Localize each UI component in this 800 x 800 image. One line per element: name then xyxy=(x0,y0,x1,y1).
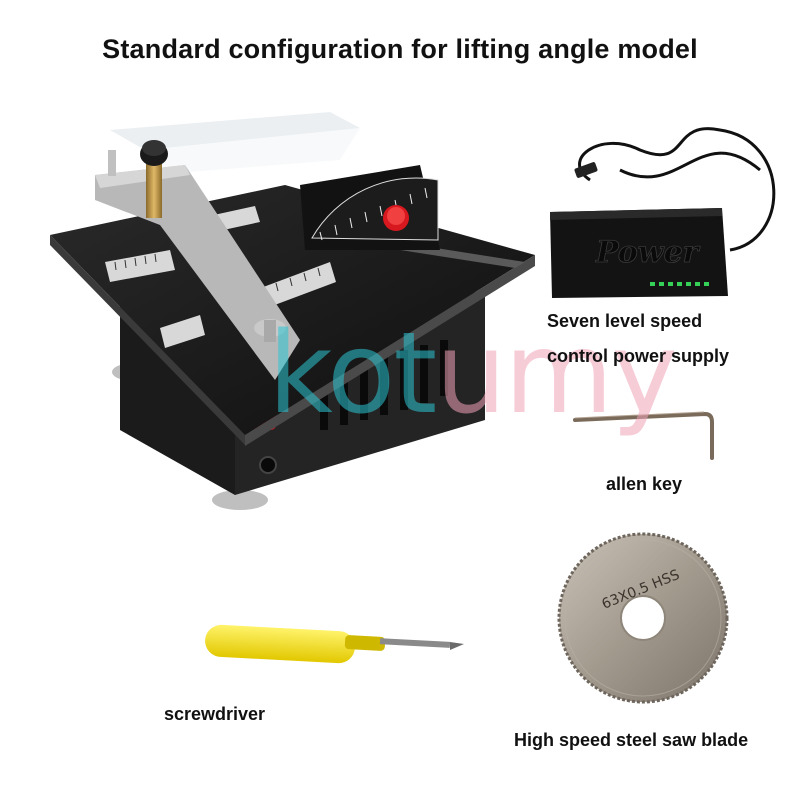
power-port-icon xyxy=(259,456,277,474)
power-supply-label-line1: Seven level speed xyxy=(547,311,703,331)
dc-plug-icon xyxy=(574,162,598,178)
page-title: Standard configuration for lifting angle… xyxy=(102,34,698,64)
screwdriver-icon xyxy=(205,624,464,664)
acrylic-guard xyxy=(110,112,360,150)
saw-blade-label: High speed steel saw blade xyxy=(514,730,749,750)
speed-led-indicators xyxy=(650,282,709,286)
power-brand-text: Power xyxy=(595,235,701,270)
power-cable xyxy=(578,127,776,252)
wing-nut-icon xyxy=(254,319,286,342)
power-supply: Power xyxy=(550,127,776,298)
power-supply-label-line2: control power supply xyxy=(547,346,730,366)
saw-blade-icon: 63X0.5 HSS xyxy=(557,532,729,704)
power-brick xyxy=(550,208,728,298)
rip-fence xyxy=(95,165,300,380)
brass-post xyxy=(146,162,162,218)
screwdriver-label: screwdriver xyxy=(164,704,266,724)
angle-protractor xyxy=(300,165,440,250)
saw-foot xyxy=(212,490,268,510)
vent-slots xyxy=(320,340,448,430)
blade-arbor-hole xyxy=(620,595,666,641)
allen-key-icon xyxy=(573,411,714,460)
bolt xyxy=(108,150,116,176)
table-saw xyxy=(50,112,535,510)
allen-key-label: allen key xyxy=(606,474,683,494)
